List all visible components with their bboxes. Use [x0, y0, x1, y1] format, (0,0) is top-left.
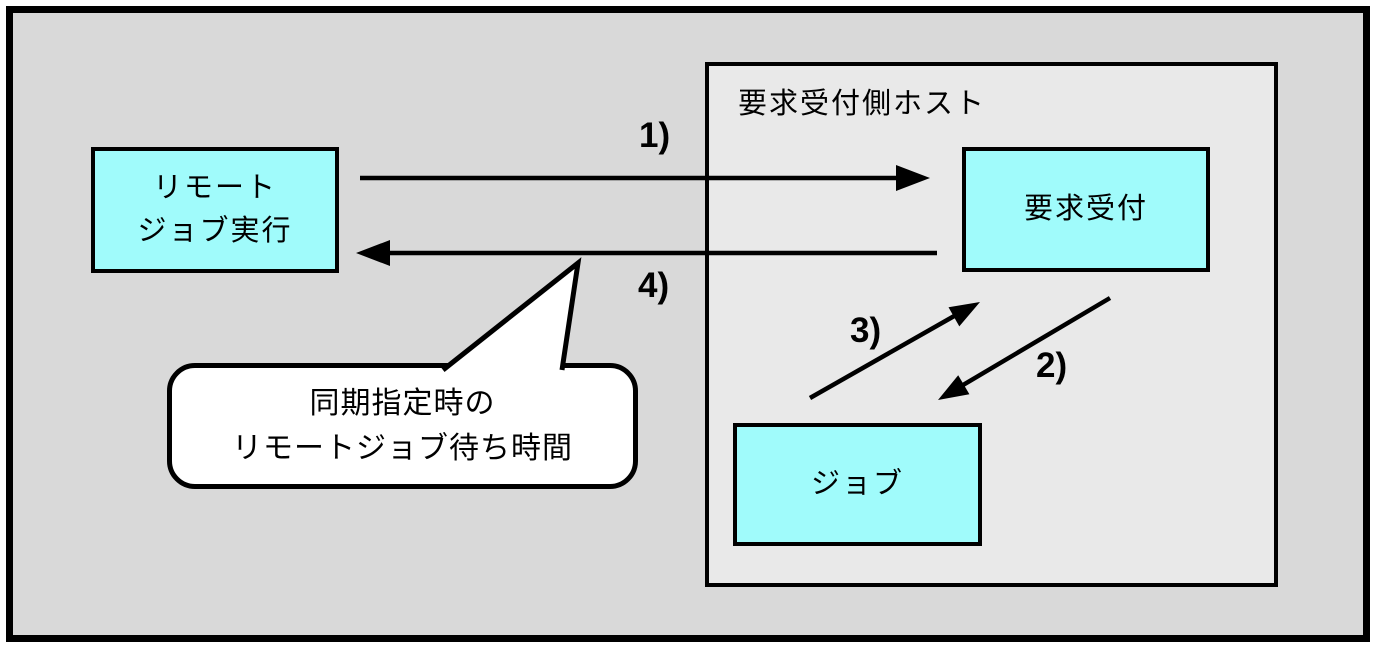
arrow-step3-label: 3) — [850, 311, 882, 350]
sync-wait-time-callout: 同期指定時の リモートジョブ待ち時間 — [167, 363, 638, 489]
callout-text-line2: リモートジョブ待ち時間 — [232, 432, 573, 465]
job-box: ジョブ — [733, 423, 982, 546]
request-reception-box: 要求受付 — [962, 147, 1210, 272]
request-reception-label: 要求受付 — [1023, 193, 1148, 225]
arrow-step2-label: 2) — [1036, 346, 1068, 385]
callout-text-line1: 同期指定時の — [309, 387, 496, 420]
remote-job-execution-label-line2: ジョブ実行 — [137, 215, 293, 247]
remote-job-execution-box: リモート ジョブ実行 — [91, 147, 339, 273]
remote-job-execution-label-line1: リモート — [152, 172, 277, 204]
job-label: ジョブ — [810, 468, 904, 500]
arrow-step4-label: 4) — [638, 266, 670, 305]
host-box-title: 要求受付側ホスト — [738, 88, 987, 120]
arrow-step1-label: 1) — [639, 116, 671, 155]
